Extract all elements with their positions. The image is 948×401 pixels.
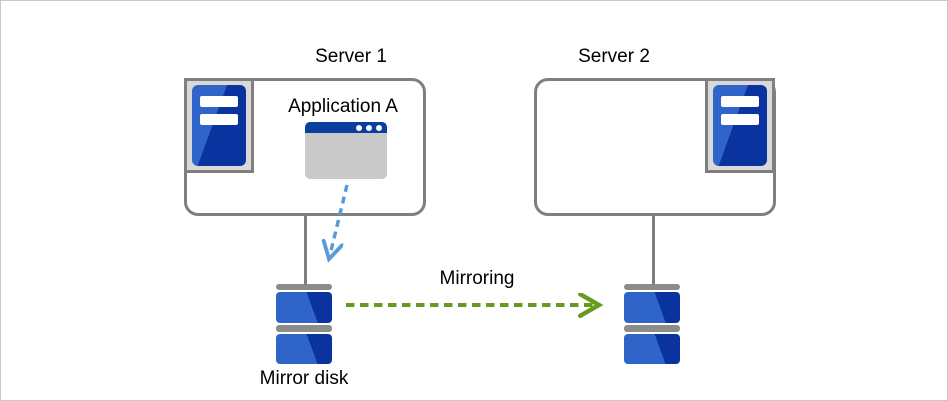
disk-platter [624,334,680,364]
tower-slot [200,96,238,107]
disk-platter [276,334,332,364]
server2-label: Server 2 [578,46,650,67]
window-dot [356,124,362,131]
server-tower-glyph [713,85,767,166]
mirror-disk-icon-left [276,284,332,364]
tower-slot [721,96,759,107]
server1-label: Server 1 [315,46,387,67]
disk-platter [624,292,680,323]
window-dot [366,124,372,131]
server1-tower-icon [184,78,254,173]
window-dot [376,124,382,131]
disk-band [624,325,680,332]
tower-slot [721,114,759,125]
disk-platter [276,292,332,323]
mirror-disk-label: Mirror disk [259,368,349,389]
server-tower-glyph [192,85,246,166]
mirroring-label: Mirroring [439,268,515,289]
disk-cap [624,284,680,290]
server2-tower-icon [705,78,775,173]
application-a-label: Application A [288,96,398,117]
disk-cap [276,284,332,290]
application-window-icon [305,122,387,179]
mirror-disk-icon-right [624,284,680,364]
disk-band [276,325,332,332]
tower-slot [200,114,238,125]
window-titlebar [305,122,387,133]
